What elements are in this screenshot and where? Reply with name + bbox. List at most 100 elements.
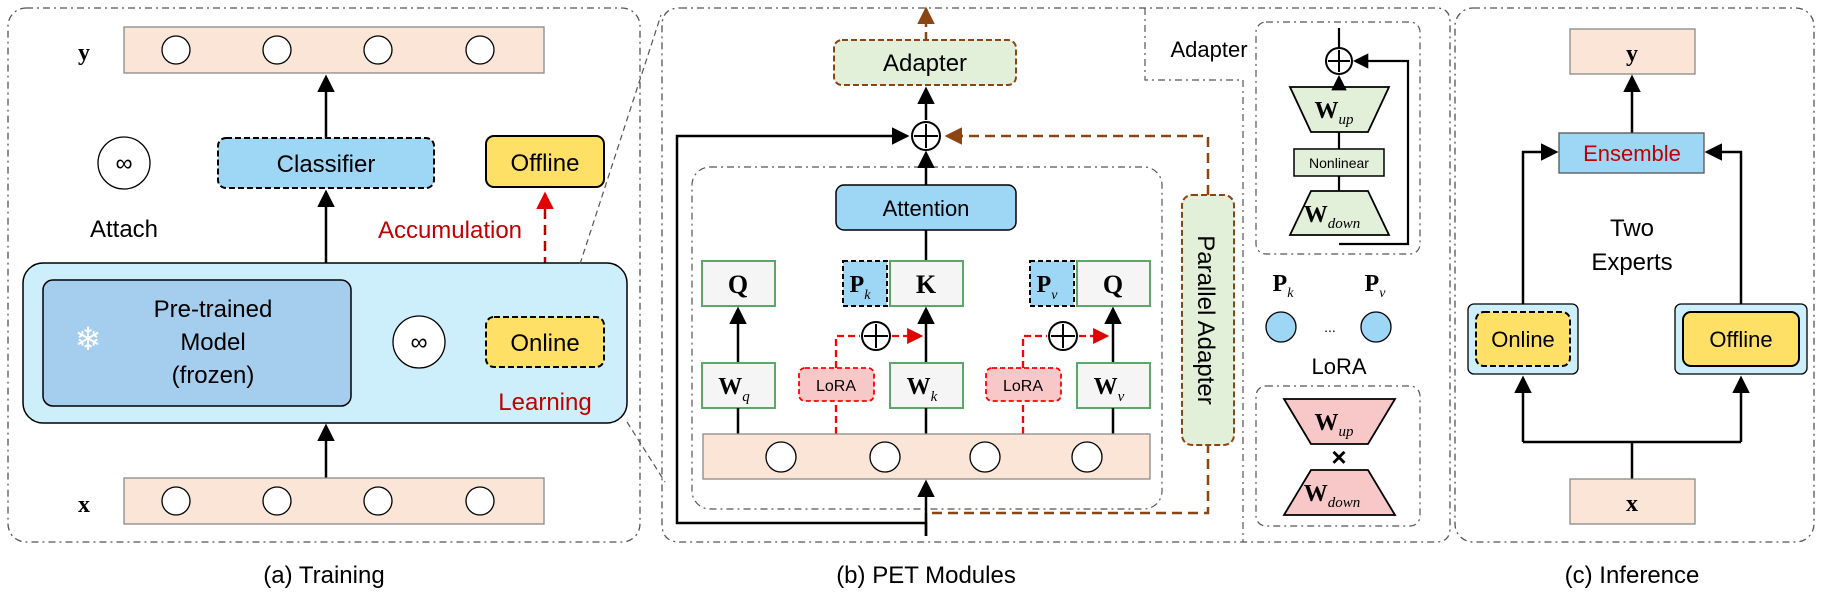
zoom-line-bottom [626, 421, 666, 483]
wv-label: Wv [1094, 374, 1125, 405]
model-symbol-circle [392, 315, 446, 369]
online-to-ensemble-arrow [1521, 143, 1559, 304]
inference-online-box [1475, 311, 1571, 367]
token-circle [465, 486, 495, 516]
ensemble-box [1558, 132, 1705, 174]
parallel-adapter-box [1181, 194, 1235, 446]
snowflake-icon: ❄ [75, 321, 102, 357]
token-circle [363, 35, 393, 65]
inference-x-box [1569, 478, 1696, 525]
pet-caption: (b) PET Modules [836, 562, 1016, 589]
adapter-box [833, 39, 1017, 86]
token-circle [1071, 441, 1103, 473]
zoom-line-top [579, 14, 662, 265]
lora-box-k [798, 367, 875, 402]
token-circle [465, 35, 495, 65]
query-box-left [701, 260, 776, 307]
prefix-v-label: Pv [1037, 272, 1059, 303]
inference-panel-border [1454, 7, 1815, 543]
prefix-pv-detail-label: Pv [1365, 271, 1387, 301]
prefix-v-box [1029, 260, 1075, 307]
lora-box-v [985, 367, 1062, 402]
wk-label: Wk [907, 374, 938, 405]
training-online-label: Online [510, 330, 579, 357]
lora-box-k-label: LoRA [816, 378, 856, 395]
attention-label: Attention [883, 196, 970, 221]
model-infinity-icon: ∞ [410, 329, 427, 356]
inference-y-box [1569, 28, 1696, 75]
lora-wup-trapezoid [1282, 398, 1397, 445]
pretrained-model-box [42, 279, 352, 407]
adapter-wup-label: Wup [1315, 98, 1355, 128]
wk-box [889, 362, 964, 409]
prefix-k-box [842, 260, 888, 307]
nonlinear-label: Nonlinear [1309, 155, 1369, 171]
token-circle [869, 441, 901, 473]
lora-times-icon: × [1331, 442, 1346, 472]
two-experts-line2: Experts [1591, 249, 1672, 276]
parallel-adapter-label: Parallel Adapter [1192, 235, 1219, 404]
token-circle [363, 486, 393, 516]
lora-wdown-label: Wdown [1304, 481, 1361, 511]
offline-to-ensemble-arrow [1704, 143, 1743, 304]
classifier-box [217, 137, 435, 189]
lora-wup-label: Wup [1315, 410, 1355, 440]
lora-detail-label: LoRA [1311, 354, 1366, 379]
learning-label: Learning [498, 389, 591, 416]
wq-label: Wq [718, 374, 750, 405]
attach-infinity-icon: ∞ [115, 150, 132, 177]
inference-online-label: Online [1491, 327, 1555, 352]
attach-label: Attach [90, 216, 158, 243]
query-label-right: Q [1103, 270, 1123, 299]
training-y-label: y [78, 40, 90, 66]
token-circle [262, 35, 292, 65]
key-box [889, 260, 964, 307]
model-label-line2: Model [180, 329, 245, 356]
query-box-right [1076, 260, 1151, 307]
lora-detail-box [1255, 385, 1421, 527]
parallel-adapter-return-arrow [944, 127, 1210, 195]
training-online-box [485, 316, 605, 368]
inference-caption: (c) Inference [1565, 562, 1700, 589]
detail-region-divider [1144, 8, 1244, 542]
training-offline-box [485, 135, 605, 188]
input-split-line [1523, 440, 1741, 479]
two-experts-line1: Two [1610, 215, 1654, 242]
adapter-wdown-trapezoid [1288, 190, 1391, 236]
prefix-ellipsis: ... [1324, 319, 1336, 335]
ensemble-label: Ensemble [1583, 141, 1681, 166]
lora-wdown-trapezoid [1282, 469, 1397, 516]
inference-panel: y Ensemble Two Experts Online Offline x … [1454, 7, 1815, 589]
lora-box-v-label: LoRA [1003, 378, 1043, 395]
lora-v-path [1021, 334, 1047, 434]
wq-box [701, 362, 776, 409]
adapter-detail-label: Adapter [1170, 37, 1247, 62]
key-label: K [916, 270, 937, 299]
training-x-label: x [78, 492, 90, 518]
inference-x-label: x [1626, 491, 1638, 517]
inference-offline-label: Offline [1709, 327, 1772, 352]
adapter-skip-connection [1339, 53, 1410, 246]
prefix-k-label: Pk [850, 272, 872, 303]
classifier-label: Classifier [277, 151, 376, 178]
training-caption: (a) Training [263, 562, 384, 589]
wv-box [1076, 362, 1151, 409]
training-offline-label: Offline [511, 150, 580, 177]
accumulation-label: Accumulation [378, 217, 522, 244]
pet-panel-border [661, 7, 1451, 543]
training-panel-border [7, 7, 641, 543]
inference-offline-box [1682, 311, 1800, 367]
token-circle [765, 441, 797, 473]
prefix-token-circle [1265, 311, 1297, 343]
token-circle [262, 486, 292, 516]
attach-symbol-circle [97, 136, 151, 190]
inference-y-label: y [1626, 41, 1638, 67]
training-panel: y Classifier ∞ Attach Offline Accumulati… [7, 7, 641, 589]
token-circle [161, 35, 191, 65]
token-circle [161, 486, 191, 516]
adapter-wdown-label: Wdown [1304, 202, 1361, 232]
pet-panel: Adapter Parallel Adapter Attention Q Pk … [661, 6, 1451, 589]
model-label-line1: Pre-trained [154, 296, 273, 323]
prefix-pk-detail-label: Pk [1273, 271, 1295, 301]
